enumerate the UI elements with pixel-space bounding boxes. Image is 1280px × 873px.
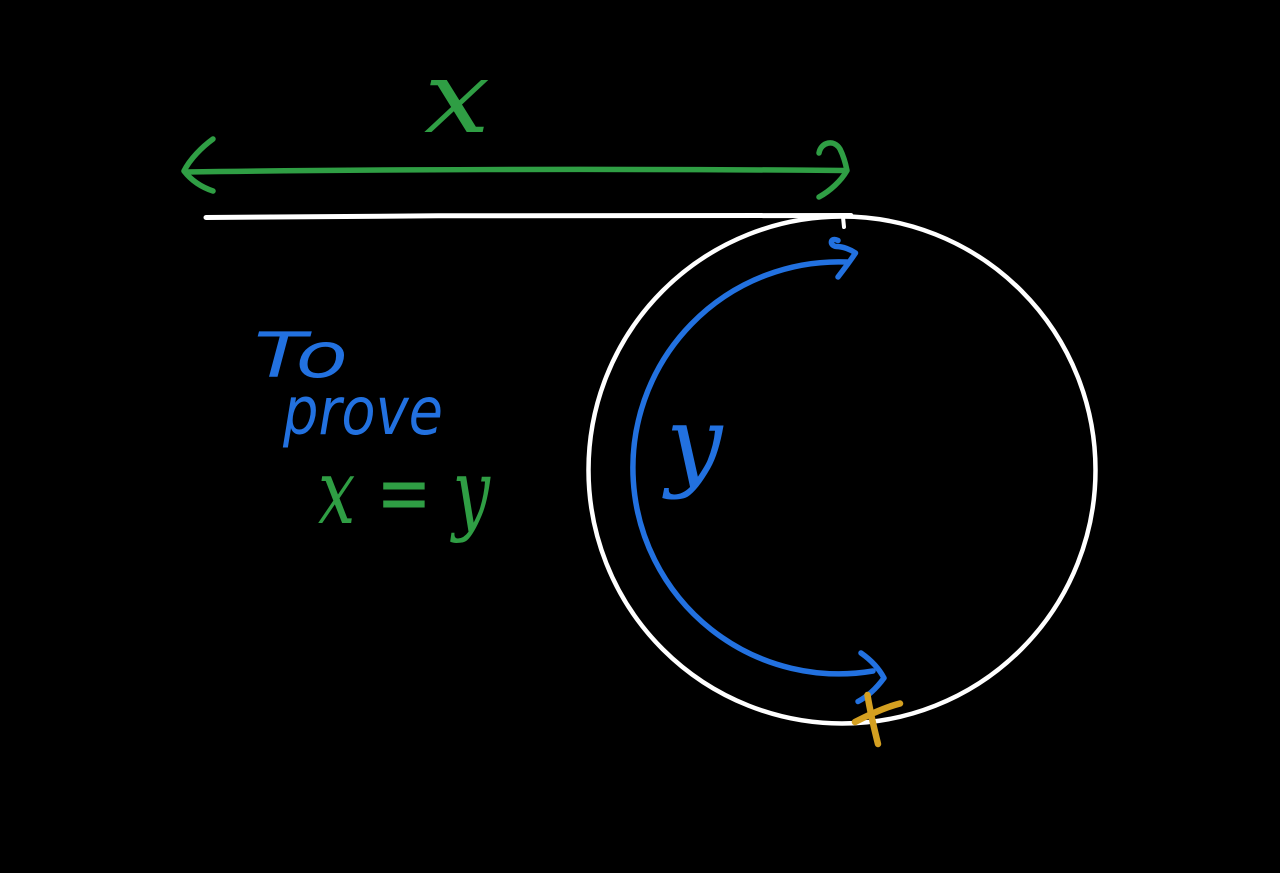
note-line-prove: prove bbox=[282, 373, 443, 450]
cross-stroke-flat bbox=[851, 700, 904, 726]
arc-arrowhead-top bbox=[828, 236, 859, 280]
note-line-x-equals-y: x = y bbox=[318, 440, 491, 545]
cross-stroke-steep bbox=[864, 691, 882, 748]
circle bbox=[586, 214, 1098, 726]
measure-arrow-shaft bbox=[183, 166, 847, 175]
tangency-cross-mark bbox=[851, 691, 904, 748]
tangent-line bbox=[203, 212, 854, 220]
note-line-to: To bbox=[254, 319, 348, 392]
measure-arrow-left-head bbox=[181, 136, 216, 194]
measure-arrow-x bbox=[181, 136, 850, 200]
measure-arrow-right-head bbox=[816, 140, 850, 200]
tangent-point-tick bbox=[841, 215, 846, 229]
arc-y-curve bbox=[630, 259, 876, 677]
label-arc-y: y bbox=[662, 384, 724, 501]
arc-arrowhead-bottom bbox=[855, 650, 887, 705]
label-tangent-x: x bbox=[424, 39, 490, 156]
